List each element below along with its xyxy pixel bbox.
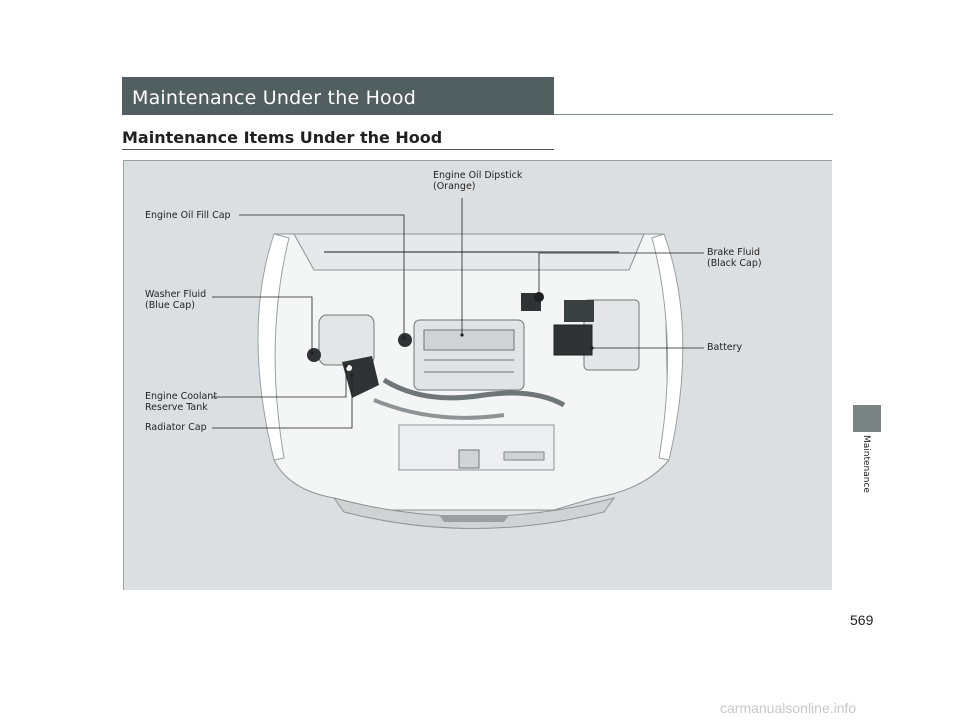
callout-engine-oil-dipstick: Engine Oil Dipstick (Orange): [433, 170, 522, 192]
section-header-bar: Maintenance Under the Hood: [122, 77, 554, 115]
section-title: Maintenance Items Under the Hood: [122, 128, 442, 147]
header-rule: [554, 114, 833, 115]
chapter-tab-label: Maintenance: [861, 435, 871, 493]
callout-washer-fluid: Washer Fluid (Blue Cap): [145, 289, 206, 311]
callout-radiator-cap: Radiator Cap: [145, 422, 207, 433]
engine-bay-illustration: [124, 160, 832, 590]
callout-engine-coolant-reserve-tank: Engine Coolant Reserve Tank: [145, 391, 217, 413]
chapter-tab[interactable]: [853, 405, 881, 432]
callout-engine-oil-fill-cap: Engine Oil Fill Cap: [145, 210, 231, 221]
watermark: carmanualsonline.info: [720, 700, 856, 716]
page-title: Maintenance Under the Hood: [132, 87, 416, 109]
callout-battery: Battery: [707, 342, 742, 353]
page-number: 569: [850, 612, 873, 628]
engine-bay-figure: Engine Oil Dipstick (Orange) Engine Oil …: [123, 160, 832, 590]
section-rule: [122, 149, 554, 150]
callout-brake-fluid: Brake Fluid (Black Cap): [707, 247, 762, 269]
